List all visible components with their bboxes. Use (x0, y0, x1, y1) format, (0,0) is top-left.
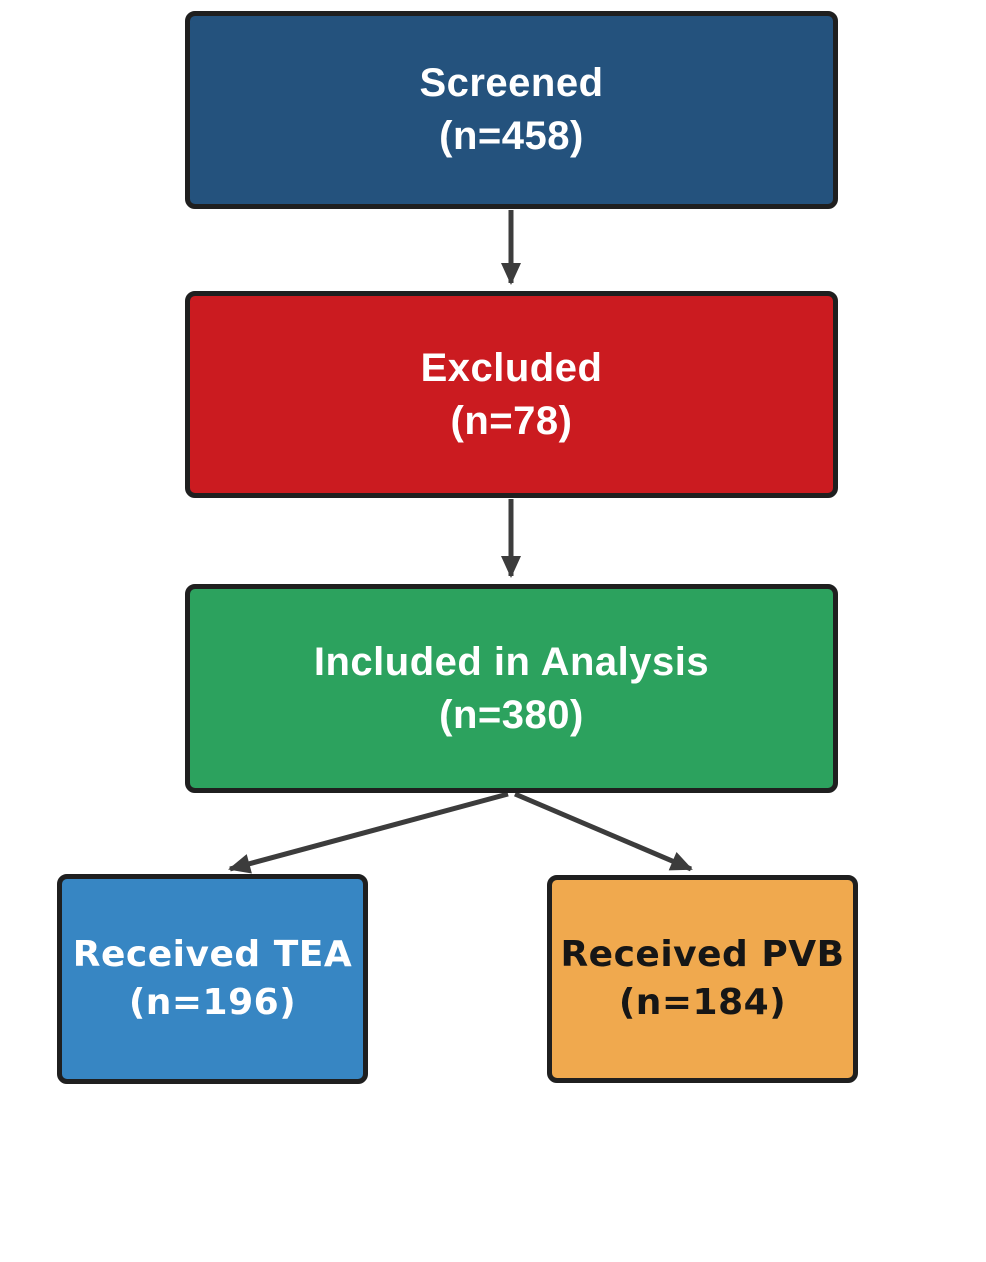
node-excluded-count: (n=78) (450, 398, 573, 443)
arrow-included-to-pvb (514, 791, 693, 872)
node-tea-count: (n=196) (128, 982, 297, 1023)
node-tea-label: Received TEA (72, 934, 353, 976)
node-screened-count: (n=458) (439, 114, 584, 158)
node-included-count: (n=380) (439, 692, 584, 737)
node-excluded-label: Excluded (420, 345, 603, 390)
arrow-included-to-tea (228, 791, 509, 874)
node-screened-label: Screened (419, 61, 604, 106)
node-excluded: Excluded (n=78) (185, 291, 838, 498)
node-included-label: Included in Analysis (313, 639, 710, 684)
node-included-in-analysis: Included in Analysis (n=380) (185, 584, 838, 793)
node-pvb-label: Received PVB (560, 934, 845, 976)
node-received-pvb: Received PVB (n=184) (547, 875, 858, 1083)
node-pvb-count: (n=184) (618, 982, 787, 1023)
node-received-tea: Received TEA (n=196) (57, 874, 368, 1084)
node-screened: Screened (n=458) (185, 11, 838, 209)
